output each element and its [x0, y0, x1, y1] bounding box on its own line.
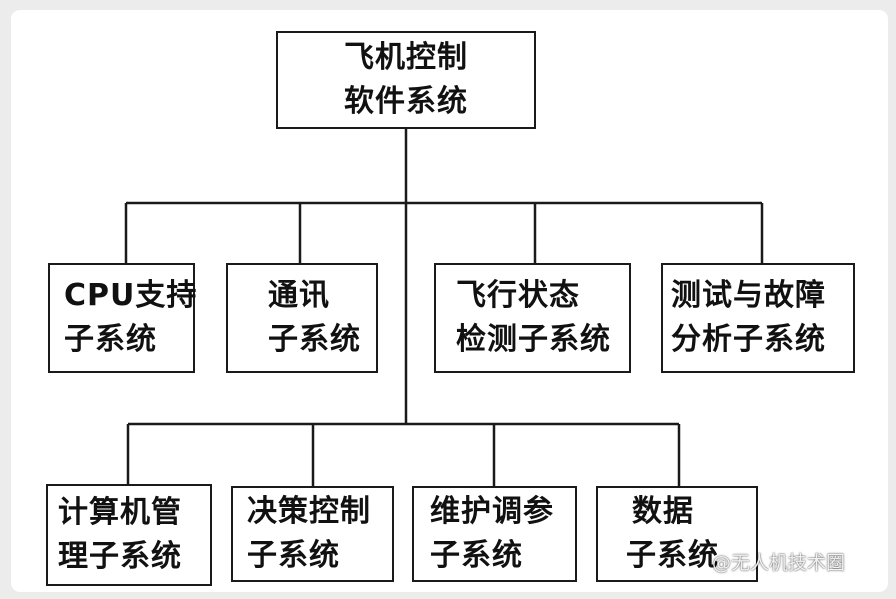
cpu-support-line-1: CPU支持 — [64, 278, 198, 313]
communication-line-1: 通讯 — [268, 278, 330, 313]
maintenance-tuning-line-2: 子系统 — [430, 538, 523, 573]
test-fault-line-1: 测试与故障 — [671, 278, 826, 313]
decision-control-line-1: 决策控制 — [247, 494, 371, 529]
maintenance-tuning-line-1: 维护调参 — [430, 494, 554, 529]
watermark-text: @无人机技术圈 — [712, 552, 846, 574]
communication-line-2: 子系统 — [268, 322, 361, 357]
flight-state-line-1: 飞行状态 — [456, 278, 580, 313]
test-fault-line-2: 分析子系统 — [671, 322, 826, 357]
test-fault-analysis-subsystem-box: 测试与故障 分析子系统 — [661, 263, 855, 373]
cpu-support-subsystem-box: CPU支持 子系统 — [48, 263, 198, 373]
cpu-support-line-2: 子系统 — [64, 322, 157, 357]
data-subsystem-box: 数据 子系统 — [596, 486, 758, 582]
data-line-2: 子系统 — [626, 538, 719, 573]
flight-state-line-2: 检测子系统 — [456, 322, 611, 357]
root-node-line-1: 飞机控制 — [344, 40, 468, 75]
maintenance-tuning-subsystem-box: 维护调参 子系统 — [412, 486, 577, 582]
communication-subsystem-box: 通讯 子系统 — [226, 263, 378, 373]
computer-management-line-2: 理子系统 — [58, 539, 182, 574]
computer-management-line-1: 计算机管 — [58, 495, 182, 530]
computer-management-subsystem-box: 计算机管 理子系统 — [46, 484, 212, 586]
decision-control-line-2: 子系统 — [247, 538, 340, 573]
decision-control-subsystem-box: 决策控制 子系统 — [231, 486, 394, 582]
flight-state-detection-subsystem-box: 飞行状态 检测子系统 — [434, 263, 631, 373]
root-node-line-2: 软件系统 — [344, 84, 468, 119]
root-node-box: 飞机控制 软件系统 — [276, 31, 536, 129]
data-line-1: 数据 — [632, 494, 694, 529]
